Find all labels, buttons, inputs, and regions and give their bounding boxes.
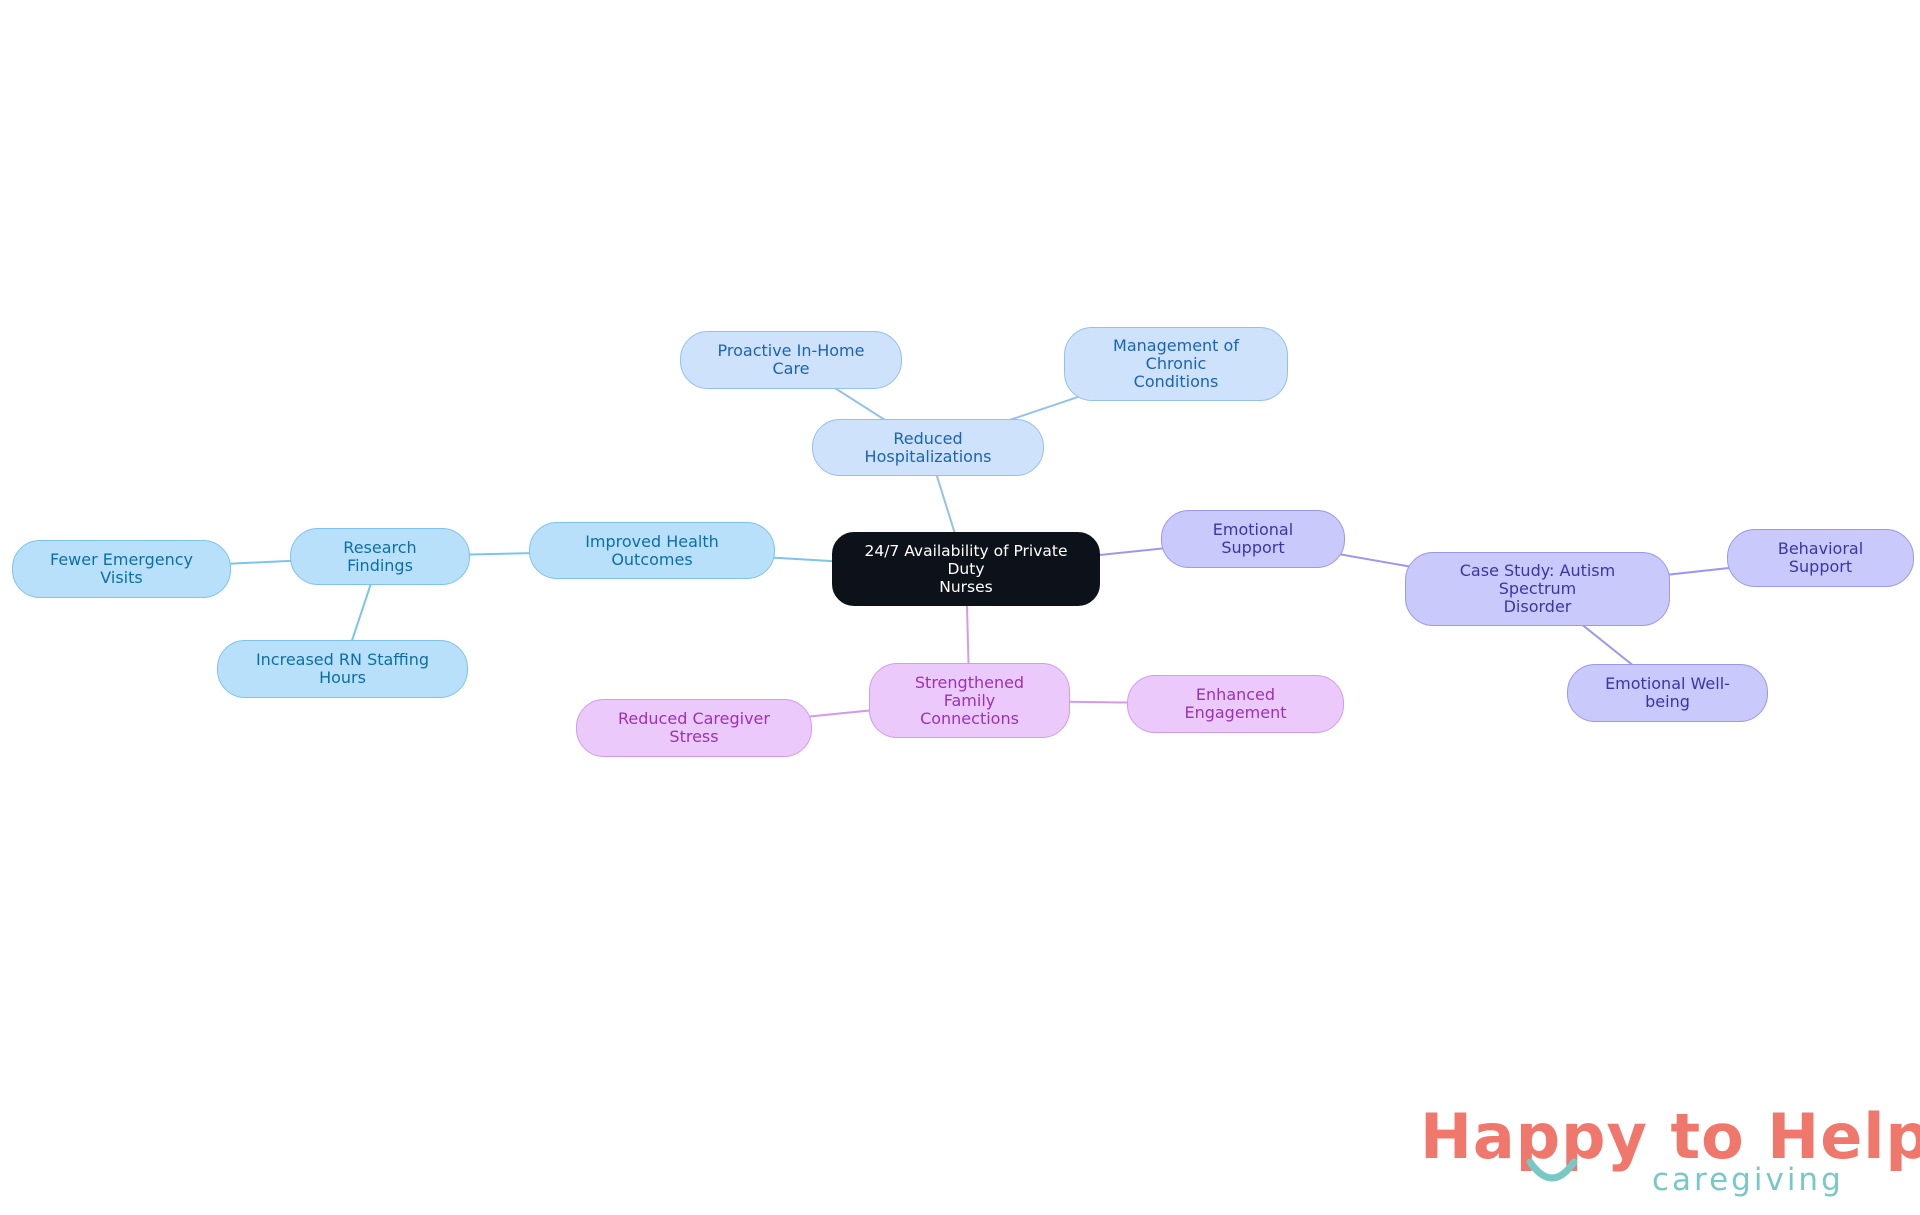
node-case-study-autism-label-line-1: Case Study: Autism Spectrum	[1459, 561, 1616, 598]
logo-brand-name: Happy to Help	[1420, 1100, 1920, 1173]
node-caregiver-stress-label: Reduced Caregiver Stress	[618, 709, 770, 746]
central-node: 24/7 Availability of Private Duty Nurses	[832, 532, 1100, 606]
node-proactive-care-label: Proactive In-Home Care	[717, 341, 865, 378]
logo-tagline: caregiving	[1652, 1162, 1844, 1198]
node-fewer-er-visits-label: Fewer Emergency Visits	[49, 550, 193, 587]
node-research-findings-label: Research Findings	[343, 537, 417, 575]
node-improved-outcomes: Improved Health Outcomes	[529, 522, 775, 579]
node-proactive-care: Proactive In-Home Care	[680, 331, 902, 389]
node-emotional-support: Emotional Support	[1161, 510, 1345, 568]
node-research-findings: Research Findings	[290, 528, 470, 585]
node-emotional-wellbeing-label: Emotional Well-being	[1605, 674, 1730, 711]
central-node-label-line-2: Nurses	[939, 578, 993, 596]
node-rn-staffing: Increased RN Staffing Hours	[217, 640, 468, 698]
central-node-label-line-1: 24/7 Availability of Private Duty	[864, 542, 1068, 578]
happy-to-help-logo: Happy to Help caregiving	[1420, 1100, 1920, 1210]
node-reduced-hospitalizations: Reduced Hospitalizations	[812, 419, 1044, 476]
node-behavioral-support: Behavioral Support	[1727, 529, 1914, 587]
node-rn-staffing-label: Increased RN Staffing Hours	[255, 650, 430, 687]
node-chronic-conditions: Management of Chronic Conditions	[1064, 327, 1288, 401]
node-fewer-er-visits: Fewer Emergency Visits	[12, 540, 231, 598]
node-enhanced-engagement-label: Enhanced Engagement	[1184, 685, 1287, 722]
node-enhanced-engagement: Enhanced Engagement	[1127, 675, 1344, 733]
logo-smile-icon	[1526, 1158, 1578, 1182]
node-caregiver-stress: Reduced Caregiver Stress	[576, 699, 812, 757]
node-improved-outcomes-label: Improved Health Outcomes	[585, 531, 719, 569]
node-emotional-support-label: Emotional Support	[1212, 520, 1294, 557]
node-reduced-hospitalizations-label: Reduced Hospitalizations	[864, 428, 992, 466]
node-behavioral-support-label: Behavioral Support	[1777, 539, 1864, 576]
node-family-connections-label-line-2: Connections	[920, 708, 1019, 728]
node-emotional-wellbeing: Emotional Well-being	[1567, 664, 1768, 722]
node-case-study-autism: Case Study: Autism Spectrum Disorder	[1405, 552, 1670, 626]
node-chronic-conditions-label-line-2: Conditions	[1133, 372, 1219, 391]
node-family-connections-label-line-1: Strengthened Family	[914, 672, 1025, 710]
node-family-connections: Strengthened Family Connections	[869, 663, 1070, 738]
node-case-study-autism-label-line-2: Disorder	[1503, 597, 1572, 616]
node-chronic-conditions-label-line-1: Management of Chronic	[1113, 336, 1239, 373]
